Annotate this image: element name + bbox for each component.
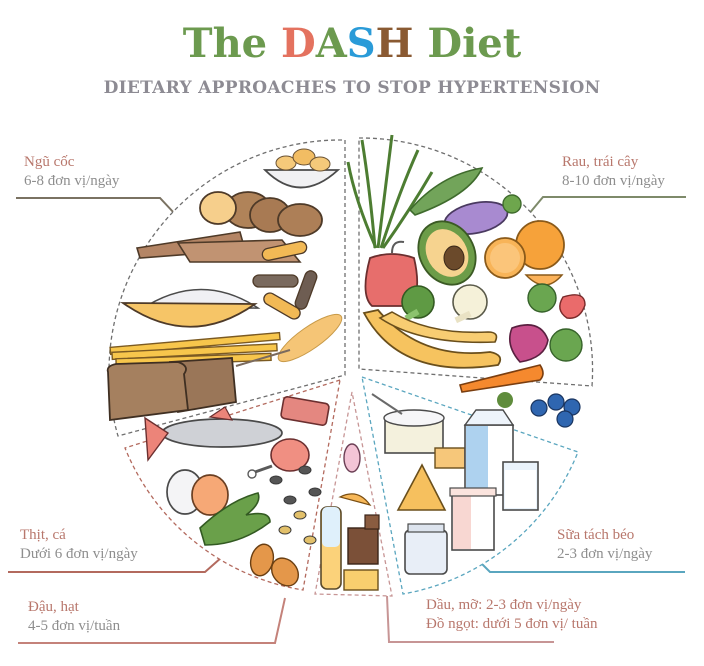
title-letter-d: D	[281, 20, 316, 67]
milk-jar-icon	[404, 523, 448, 575]
title-word-the: The	[182, 20, 282, 67]
meat-fish-section	[124, 379, 341, 591]
title-word-diet: Diet	[413, 20, 522, 67]
fats-oils-line: Dầu, mỡ: 2-3 đơn vị/ngày	[426, 597, 582, 613]
crispbread-icon	[135, 231, 302, 263]
fats-sweets-section	[314, 391, 393, 597]
sweets-line: Đồ ngọt: dưới 5 đơn vị/ tuần	[426, 616, 598, 632]
chips-bowl-icon	[262, 148, 341, 189]
title-letter-s: S	[346, 20, 376, 67]
butter-block-icon	[343, 569, 379, 591]
pasta-fusilli-icon	[252, 240, 318, 320]
meat-fish-amount: Dưới 6 đơn vị/ngày	[20, 546, 138, 562]
title-letter-h: H	[375, 20, 414, 67]
avocado-icon	[417, 220, 477, 286]
oat-spoon-icon	[235, 313, 343, 367]
yogurt-cup-icon	[371, 393, 445, 454]
beans-icon	[269, 465, 322, 545]
vegetables-fruits-amount: 8-10 đơn vị/ngày	[562, 173, 665, 189]
rice-bowl-icon	[120, 288, 261, 328]
dried-fruit-icon	[338, 493, 372, 507]
chicken-leg-icon	[247, 438, 310, 479]
sweets-leader-line	[386, 595, 554, 643]
almonds-icon	[249, 543, 300, 587]
page-title: The DASH Diet	[0, 20, 704, 68]
nuts-leader-line	[18, 597, 286, 644]
ribs-icon	[280, 396, 330, 426]
grains-name: Ngũ cốc	[24, 154, 75, 170]
lowfat-dairy-label: Sữa tách béo 2-3 đơn vị/ngày	[557, 526, 652, 564]
milk-glass-icon	[502, 461, 539, 511]
meat-fish-name: Thịt, cá	[20, 527, 66, 543]
strawberry-icon	[559, 294, 586, 319]
broccoli-icon	[401, 285, 435, 322]
grains-section	[106, 139, 346, 437]
meat-fish-label: Thịt, cá Dưới 6 đơn vị/ngày	[20, 526, 138, 564]
title-letter-a: A	[315, 20, 347, 67]
banana-icon	[362, 309, 502, 369]
candy-icon	[343, 443, 361, 473]
milk-carton-icon	[463, 409, 515, 496]
chocolate-icon	[347, 514, 380, 565]
grains-amount: 6-8 đơn vị/ngày	[24, 173, 120, 189]
nuts-legumes-label: Đậu, hạt 4-5 đơn vị/tuần	[28, 598, 120, 636]
cheese-icon	[396, 463, 447, 511]
vegetables-fruits-section	[346, 134, 594, 428]
vegetables-fruits-name: Rau, trái cây	[562, 154, 639, 170]
nuts-legumes-amount: 4-5 đơn vị/tuần	[28, 618, 121, 634]
meat-leader-line	[8, 556, 223, 573]
vegetables-fruits-label: Rau, trái cây 8-10 đơn vị/ngày	[562, 153, 665, 191]
oil-bottle-icon	[320, 506, 342, 590]
salmon-icon	[144, 406, 283, 462]
carrot-icon	[459, 364, 544, 408]
leafy-greens-icon	[527, 283, 557, 313]
grains-label: Ngũ cốc 6-8 đơn vị/ngày	[24, 153, 119, 191]
butter-icon	[434, 447, 466, 469]
nuts-legumes-name: Đậu, hạt	[28, 599, 79, 615]
lowfat-dairy-section	[361, 376, 579, 595]
orange-icon	[484, 220, 565, 286]
veg-leader-line	[527, 196, 686, 216]
wholegrain-bread-icon	[106, 357, 237, 422]
yogurt-drink-icon	[449, 487, 497, 551]
lowfat-dairy-name: Sữa tách béo	[557, 527, 635, 543]
lowfat-dairy-amount: 2-3 đơn vị/ngày	[557, 546, 653, 562]
blueberries-icon	[530, 393, 581, 428]
page-subtitle: DIETARY APPROACHES TO STOP HYPERTENSION	[103, 78, 601, 98]
edamame-icon	[199, 492, 271, 546]
nuts-legumes-items	[199, 465, 322, 587]
grains-leader-line	[16, 197, 176, 215]
fats-sweets-label: Dầu, mỡ: 2-3 đơn vị/ngày Đồ ngọt: dưới 5…	[426, 596, 598, 634]
beet-icon	[509, 324, 583, 363]
cauliflower-icon	[452, 284, 488, 324]
chives-icon	[346, 134, 434, 249]
eggs-icon	[166, 469, 229, 516]
potatoes-icon	[199, 191, 323, 237]
arugula-icon	[408, 166, 484, 216]
